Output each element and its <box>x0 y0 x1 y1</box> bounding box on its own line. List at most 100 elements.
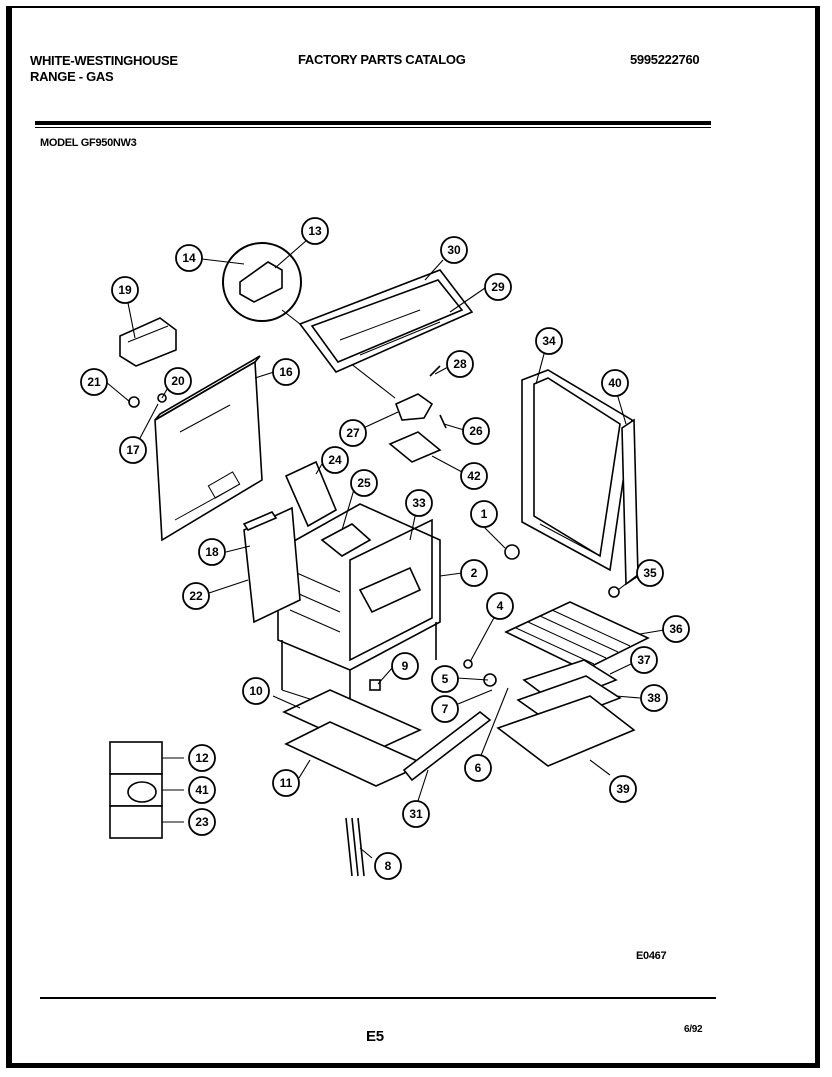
callout-6: 6 <box>464 754 492 782</box>
callout-31-label: 31 <box>409 807 423 821</box>
part-39-tray <box>496 695 636 767</box>
callout-29-label: 29 <box>491 280 505 294</box>
part-31-rail <box>402 710 492 782</box>
callout-9-label: 9 <box>402 659 409 673</box>
callout-24-label: 24 <box>328 453 342 467</box>
callout-21-label: 21 <box>87 375 101 389</box>
callout-5-label: 5 <box>442 672 449 686</box>
part-40-strip <box>621 418 639 586</box>
callout-14: 14 <box>175 244 203 272</box>
callout-6-label: 6 <box>475 761 482 775</box>
callout-40: 40 <box>601 369 629 397</box>
part-24-duct <box>284 460 338 528</box>
callout-7: 7 <box>431 695 459 723</box>
callout-35: 35 <box>636 559 664 587</box>
callout-36: 36 <box>662 615 690 643</box>
callout-8: 8 <box>374 852 402 880</box>
callout-28: 28 <box>446 350 474 378</box>
part-34-door <box>521 369 633 572</box>
callout-22: 22 <box>182 582 210 610</box>
header-rule-thick <box>35 121 711 125</box>
callout-4-label: 4 <box>497 599 504 613</box>
callout-23-label: 23 <box>195 815 209 829</box>
callout-17: 17 <box>119 436 147 464</box>
callout-16-label: 16 <box>279 365 293 379</box>
callout-42: 42 <box>460 462 488 490</box>
callout-16: 16 <box>272 358 300 386</box>
callout-24: 24 <box>321 446 349 474</box>
callout-23: 23 <box>188 808 216 836</box>
callout-5: 5 <box>431 665 459 693</box>
callout-40-label: 40 <box>608 376 622 390</box>
callout-29: 29 <box>484 273 512 301</box>
callout-26: 26 <box>462 417 490 445</box>
callout-41: 41 <box>188 776 216 804</box>
callout-2-label: 2 <box>471 566 478 580</box>
callout-18-label: 18 <box>205 545 219 559</box>
callout-41-label: 41 <box>195 783 209 797</box>
callout-38-label: 38 <box>647 691 661 705</box>
callout-19-label: 19 <box>118 283 132 297</box>
part-36-rack <box>504 601 650 671</box>
callout-13-label: 13 <box>308 224 322 238</box>
brand-line-2: RANGE - GAS <box>30 69 114 84</box>
callout-18: 18 <box>198 538 226 566</box>
callout-25: 25 <box>350 469 378 497</box>
page-label: E5 <box>366 1028 384 1045</box>
callout-34: 34 <box>535 327 563 355</box>
catalog-title: FACTORY PARTS CATALOG <box>298 52 466 67</box>
callout-19: 19 <box>111 276 139 304</box>
part-33-oven-body <box>277 503 441 671</box>
callout-11: 11 <box>272 769 300 797</box>
page-frame <box>6 6 820 1068</box>
diagram-code: E0467 <box>636 950 667 962</box>
callout-13: 13 <box>301 217 329 245</box>
small-parts <box>128 393 620 691</box>
callout-12: 12 <box>188 744 216 772</box>
callout-26-label: 26 <box>469 424 483 438</box>
part-22-side <box>243 506 301 624</box>
header-rule-thin <box>35 127 711 128</box>
callout-17-label: 17 <box>126 443 140 457</box>
callout-27: 27 <box>339 419 367 447</box>
callout-33-label: 33 <box>412 496 426 510</box>
callout-30-label: 30 <box>447 243 461 257</box>
callout-1: 1 <box>470 500 498 528</box>
callout-27-label: 27 <box>346 426 360 440</box>
part-19-bracket <box>119 317 177 367</box>
leader-lines <box>105 239 665 859</box>
callout-35-label: 35 <box>643 566 657 580</box>
callout-1-label: 1 <box>481 507 488 521</box>
callout-20-label: 20 <box>171 374 185 388</box>
part-18-trim <box>242 511 278 531</box>
model-label: MODEL GF950NW3 <box>40 137 137 149</box>
callout-20: 20 <box>164 367 192 395</box>
callout-34-label: 34 <box>542 334 556 348</box>
callout-12-label: 12 <box>195 751 209 765</box>
brand-line-1: WHITE-WESTINGHOUSE <box>30 53 178 68</box>
callout-33: 33 <box>405 489 433 517</box>
part-30-top <box>298 269 474 373</box>
callout-9: 9 <box>391 652 419 680</box>
legend-boxes <box>109 741 163 839</box>
callout-30: 30 <box>440 236 468 264</box>
callout-39-label: 39 <box>616 782 630 796</box>
callout-22-label: 22 <box>189 589 203 603</box>
callout-42-label: 42 <box>467 469 481 483</box>
part-27-valve <box>388 365 447 463</box>
part-16-backguard <box>154 355 263 542</box>
callout-28-label: 28 <box>453 357 467 371</box>
callout-8-label: 8 <box>385 859 392 873</box>
callout-21: 21 <box>80 368 108 396</box>
callout-10-label: 10 <box>249 684 263 698</box>
callout-38: 38 <box>640 684 668 712</box>
callout-11-label: 11 <box>280 776 293 790</box>
callout-36-label: 36 <box>669 622 683 636</box>
callout-2: 2 <box>460 559 488 587</box>
callout-7-label: 7 <box>442 702 449 716</box>
callout-37-label: 37 <box>637 653 651 667</box>
callout-25-label: 25 <box>357 476 371 490</box>
revision-date: 6/92 <box>684 1024 703 1035</box>
footer-rule <box>40 997 716 999</box>
